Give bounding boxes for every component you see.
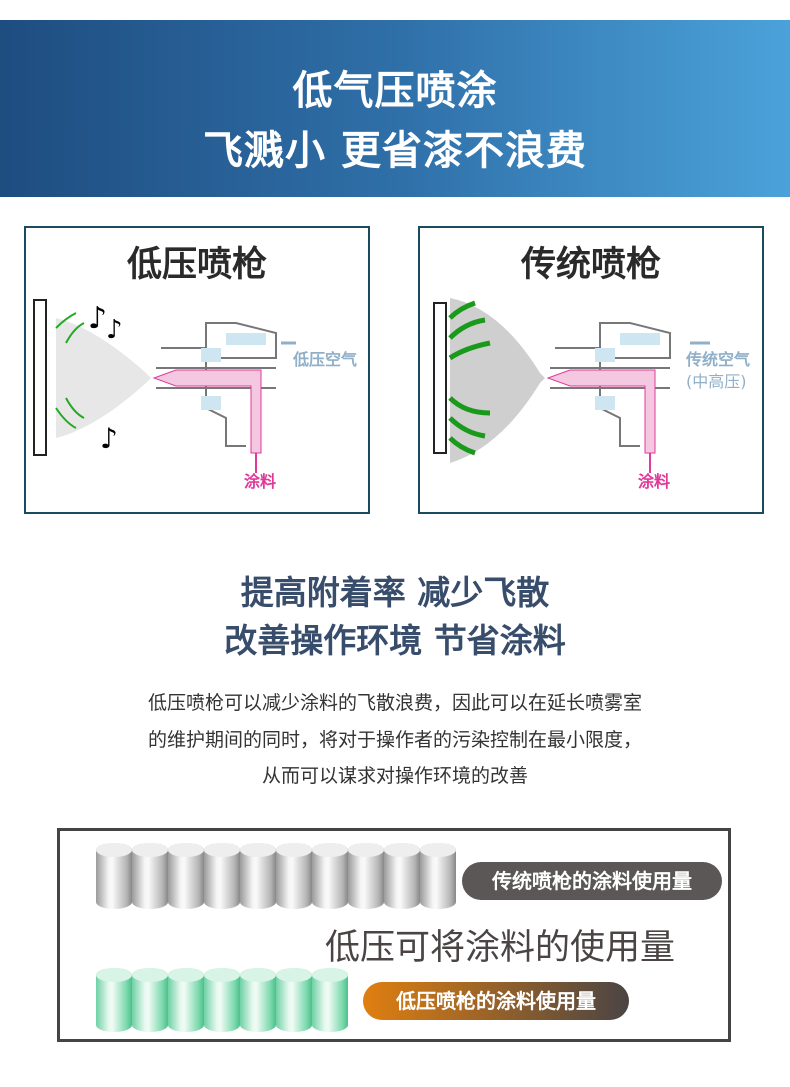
air-label: 低压空气 [293, 350, 358, 369]
low-pressure-paint-unit [96, 968, 132, 1032]
low-pressure-spray-diagram: ♪ ♪ ♪ [33, 299, 296, 473]
low-pressure-usage-label: 低压喷枪的涂料使用量 [363, 982, 629, 1020]
traditional-paint-unit [132, 843, 168, 909]
low-pressure-gun-panel: 低压喷枪 ♪ ♪ ♪ 低压空气 涂料 [24, 226, 370, 514]
air-pressure-label: (中高压) [686, 372, 747, 391]
traditional-paint-unit [204, 843, 240, 909]
paint-label: 涂料 [638, 472, 671, 491]
benefits-heading-line2: 改善操作环境 节省涂料 [224, 621, 566, 660]
description-line: 从而可以谋求对操作环境的改善 [261, 765, 528, 787]
music-note-icon: ♪ [88, 301, 107, 336]
traditional-paint-unit [348, 843, 384, 909]
header-banner: 低气压喷涂 飞溅小 更省漆不浪费 [0, 20, 790, 197]
description-line: 的维护期间的同时，将对于操作者的污染控制在最小限度， [147, 729, 642, 751]
traditional-paint-unit [384, 843, 420, 909]
panel-title: 传统喷枪 [520, 245, 661, 285]
panel-title: 低压喷枪 [126, 245, 267, 285]
music-note-icon: ♪ [100, 422, 118, 455]
low-pressure-paint-unit [204, 968, 240, 1032]
low-pressure-paint-unit [132, 968, 168, 1032]
traditional-paint-unit [276, 843, 312, 909]
benefits-heading-line1: 提高附着率 减少飞散 [240, 573, 550, 612]
traditional-spray-diagram [433, 298, 710, 473]
traditional-usage-label: 传统喷枪的涂料使用量 [462, 862, 722, 900]
paint-label: 涂料 [244, 472, 277, 491]
music-note-icon: ♪ [106, 315, 123, 345]
traditional-paint-unit [312, 843, 348, 909]
header-title-line2: 飞溅小 更省漆不浪费 [203, 127, 587, 174]
low-pressure-paint-unit [168, 968, 204, 1032]
traditional-gun-panel: 传统喷枪 传统空气 (中高压) 涂料 [418, 226, 764, 514]
traditional-paint-unit [168, 843, 204, 909]
traditional-paint-unit [420, 843, 456, 909]
low-pressure-paint-unit [276, 968, 312, 1032]
low-pressure-paint-unit [312, 968, 348, 1032]
description-line: 低压喷枪可以减少涂料的飞散浪费，因此可以在延长喷雾室 [147, 692, 642, 714]
header-title-line1: 低气压喷涂 [292, 67, 498, 114]
paint-usage-comparison: 传统喷枪的涂料使用量 低压可将涂料的使用量 低压喷枪的涂料使用量 [57, 828, 731, 1042]
traditional-paint-unit [96, 843, 132, 909]
traditional-paint-unit [240, 843, 276, 909]
air-label: 传统空气 [686, 350, 751, 369]
low-pressure-paint-unit [240, 968, 276, 1032]
comparison-headline: 低压可将涂料的使用量 [324, 928, 675, 968]
